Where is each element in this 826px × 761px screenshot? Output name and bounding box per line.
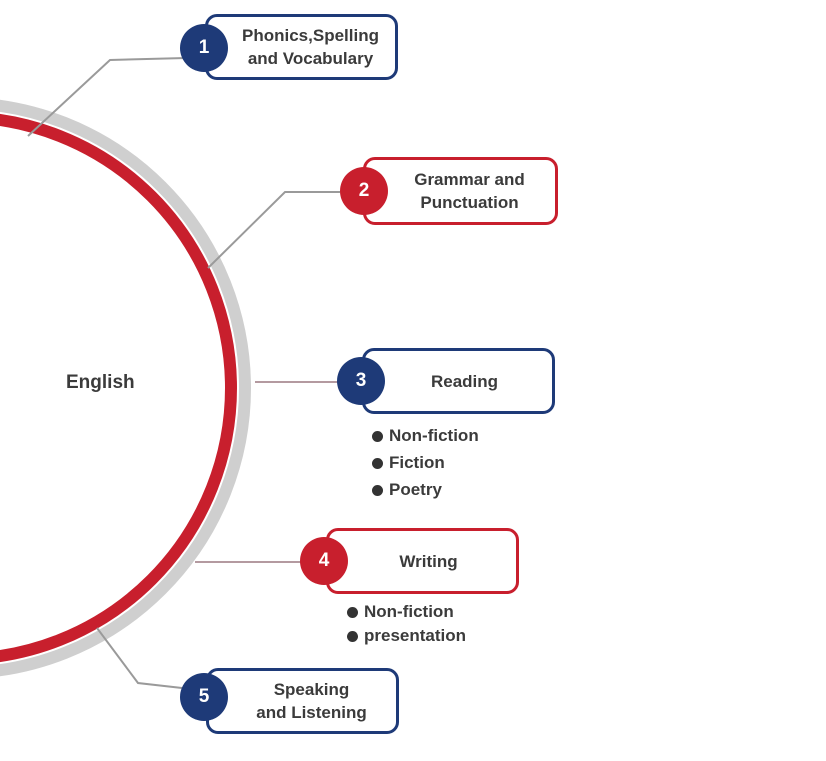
bullet-item: Non-fiction	[347, 600, 466, 624]
item-box-5: Speaking and Listening	[206, 668, 399, 734]
center-label: English	[66, 372, 135, 393]
item-1-label-line1: Phonics,Spelling	[242, 26, 379, 45]
bullet-item: Non-fiction	[372, 422, 479, 449]
bullet-dot-icon	[347, 607, 358, 618]
bullet-dot-icon	[372, 431, 383, 442]
connector-line-2	[207, 191, 340, 269]
item-box-4: Writing	[326, 528, 519, 594]
item-4-label: Writing	[399, 551, 458, 571]
item-3-bullet-list: Non-fiction Fiction Poetry	[372, 422, 479, 503]
item-box-2: Grammar and Punctuation	[363, 157, 558, 225]
item-1-number-badge: 1	[180, 24, 228, 72]
item-5-label-line1: Speaking	[273, 680, 350, 699]
item-2-label-line2: Punctuation	[420, 193, 519, 212]
item-2-number-badge: 2	[340, 167, 388, 215]
bullet-item: presentation	[347, 624, 466, 648]
item-3-label: Reading	[430, 371, 499, 391]
item-2-label-line1: Grammar and	[414, 170, 525, 189]
item-box-1: Phonics,Spelling and Vocabulary	[205, 14, 398, 80]
bullet-dot-icon	[372, 458, 383, 469]
bullet-dot-icon	[372, 485, 383, 496]
bullet-item: Poetry	[372, 476, 479, 503]
inner-red-ring	[0, 113, 237, 663]
item-3-number-badge: 3	[337, 357, 385, 405]
item-box-3: Reading	[362, 348, 555, 414]
item-5-label-line2: and Listening	[256, 703, 367, 722]
item-5-number-badge: 5	[180, 673, 228, 721]
outer-gray-ring	[0, 99, 251, 677]
connector-line-1	[27, 57, 187, 137]
item-4-bullet-list: Non-fiction presentation	[347, 600, 466, 648]
bullet-dot-icon	[347, 631, 358, 642]
connector-line-5	[96, 627, 183, 689]
item-1-label-line2: and Vocabulary	[247, 49, 374, 68]
item-4-number-badge: 4	[300, 537, 348, 585]
bullet-item: Fiction	[372, 449, 479, 476]
